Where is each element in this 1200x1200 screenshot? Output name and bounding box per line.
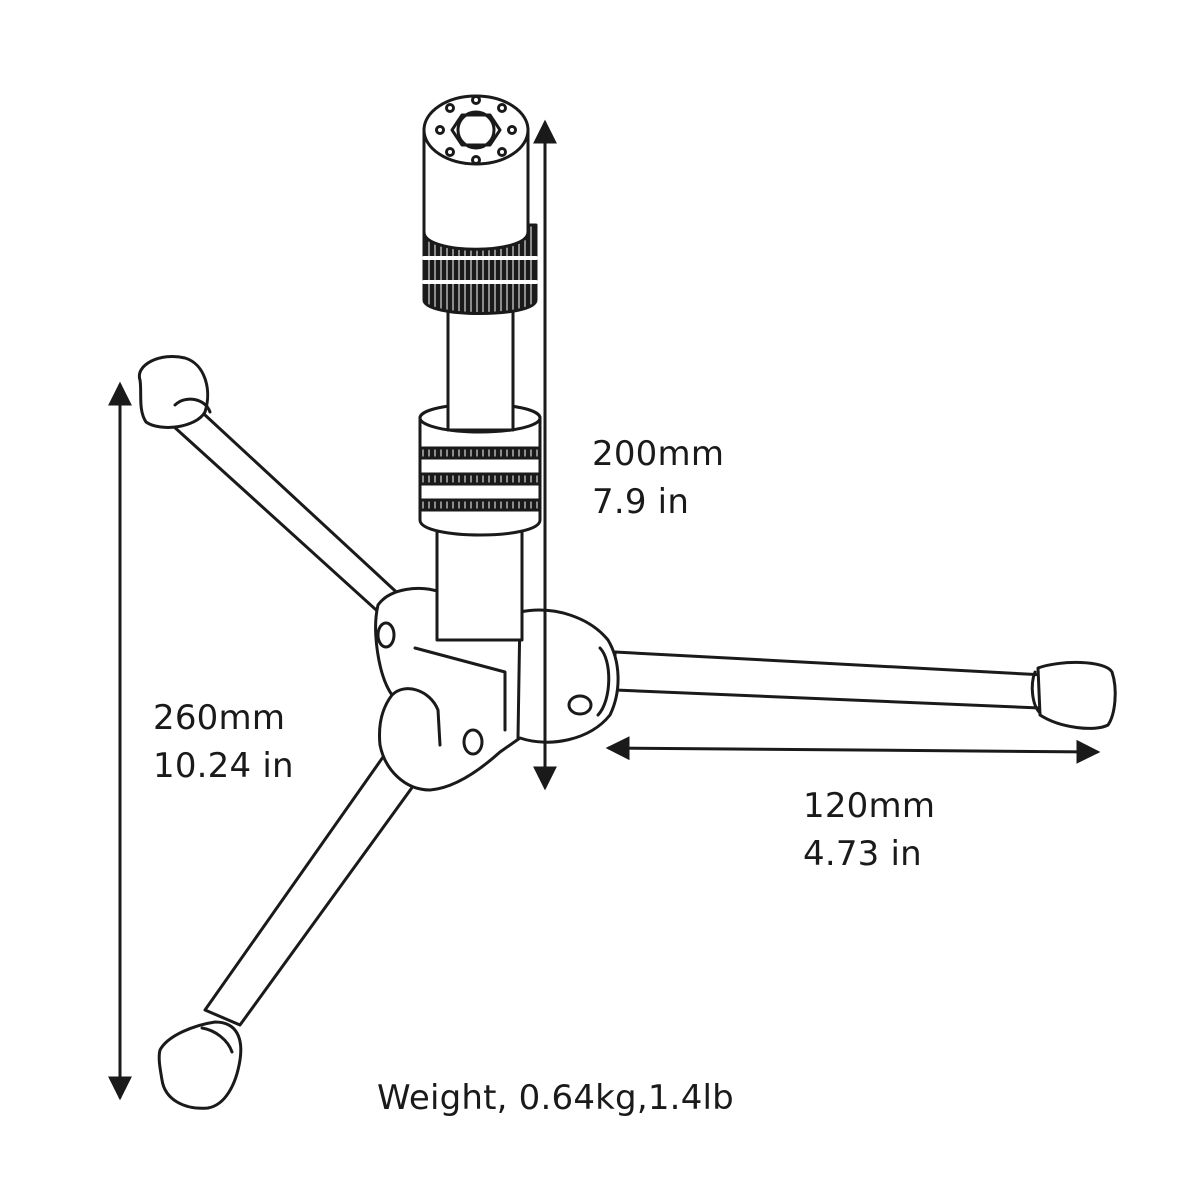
hub-screw-front: [462, 728, 484, 756]
leg-metric: 120mm: [803, 786, 936, 826]
base-imperial: 10.24 in: [153, 746, 294, 786]
hub-screw-left: [376, 621, 396, 649]
back-left-leg: [137, 355, 407, 620]
height-imperial: 7.9 in: [592, 482, 690, 522]
lower-column: [435, 518, 524, 642]
leg-dimension-label: 120mm 4.73 in: [803, 782, 935, 878]
right-leg: [613, 650, 1117, 730]
base-dimension-label: 260mm 10.24 in: [153, 694, 294, 790]
leg-dimension-arrow: [605, 736, 1101, 764]
front-foot: [157, 1020, 243, 1110]
back-left-foot: [137, 355, 210, 429]
top-mount-cap: [422, 94, 530, 251]
front-leg: [157, 738, 434, 1110]
height-dimension-label: 200mm 7.9 in: [592, 430, 724, 526]
base-metric: 260mm: [153, 698, 286, 738]
right-foot: [1036, 660, 1117, 730]
hub-screw-right: [567, 694, 593, 716]
upper-column: [446, 303, 515, 432]
hex-socket-icon: [450, 113, 502, 147]
leg-imperial: 4.73 in: [803, 834, 922, 874]
height-metric: 200mm: [592, 434, 725, 474]
weight-label: Weight, 0.64kg,1.4lb: [377, 1078, 734, 1118]
